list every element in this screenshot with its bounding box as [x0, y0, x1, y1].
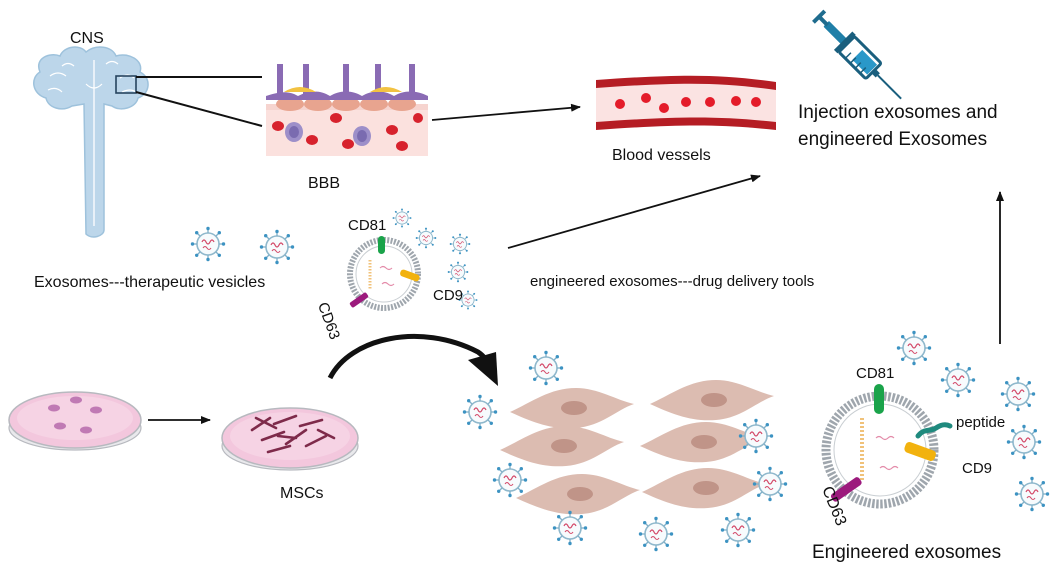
cns-label: CNS — [70, 30, 104, 47]
engineered-delivery-label: engineered exosomes---drug delivery tool… — [530, 273, 815, 290]
exosome-vesicle-icon — [527, 349, 565, 387]
cns-brain-illustration — [33, 46, 149, 238]
exosomes-therapeutic-label: Exosomes---therapeutic vesicles — [34, 274, 266, 291]
exosome-vesicle-icon — [415, 227, 437, 249]
large-cd9-label: CD9 — [962, 460, 993, 477]
exosome-vesicle-icon — [737, 417, 775, 455]
exosome-vesicle-icon — [895, 329, 933, 367]
exosome-vesicle-icon — [637, 515, 675, 553]
small-exosome-diagram — [347, 236, 421, 311]
cd81-marker — [874, 384, 884, 414]
cns-zoom-box — [115, 75, 137, 94]
peptide-marker — [915, 422, 953, 439]
exosome-vesicle-icon — [447, 261, 469, 283]
petri-dish-mscs — [221, 407, 359, 471]
engineered-exosome-diagram — [821, 384, 953, 509]
large-cd81-label: CD81 — [856, 365, 895, 382]
exosome-vesicle-icon — [392, 208, 412, 228]
exosome-vesicle-icon — [719, 511, 757, 549]
cd63-marker — [830, 477, 862, 502]
exosome-vesicle-icon — [461, 393, 499, 431]
injection-label-line1: Injection exosomes and — [798, 102, 998, 123]
exosome-vesicle-icon — [258, 229, 296, 266]
bbb-illustration — [266, 64, 428, 156]
exosome-vesicle-icon — [551, 509, 589, 547]
zoom-line-bottom — [135, 91, 263, 127]
mscs-label: MSCs — [280, 485, 324, 502]
small-cd81-label: CD81 — [348, 217, 387, 234]
cd9-marker — [400, 269, 420, 282]
engineered-exosomes-label: Engineered exosomes — [812, 542, 1002, 563]
petri-dish-plain — [8, 391, 142, 451]
cd81-marker — [378, 236, 385, 254]
syringe-icon — [812, 9, 902, 100]
exosome-vesicle-icon — [1013, 475, 1050, 513]
peptide-label: peptide — [956, 414, 1006, 431]
bbb-label: BBB — [308, 175, 341, 192]
blood-vessels-label: Blood vessels — [612, 147, 711, 164]
arrow-bbb-to-vessels — [431, 103, 581, 121]
small-cd9-label: CD9 — [433, 287, 464, 304]
curved-arrow-mscs-to-culture — [327, 333, 493, 380]
exosome-vesicle-icon — [1005, 423, 1042, 461]
injection-label-line2: engineered Exosomes — [798, 129, 988, 150]
exosome-vesicle-icon — [939, 361, 977, 399]
blood-vessel-illustration — [596, 75, 776, 130]
exosome-vesicle-icon — [491, 461, 529, 499]
cd9-marker — [904, 442, 936, 462]
exosome-vesicle-icon — [751, 465, 789, 503]
msc-cells-cluster — [500, 380, 774, 515]
exosome-vesicle-icon — [999, 375, 1036, 413]
arrow-exosome-to-injection — [507, 174, 761, 249]
exosome-vesicle-icon — [449, 233, 471, 255]
cd63-marker — [349, 292, 369, 308]
exosome-vesicle-icon — [190, 226, 226, 263]
